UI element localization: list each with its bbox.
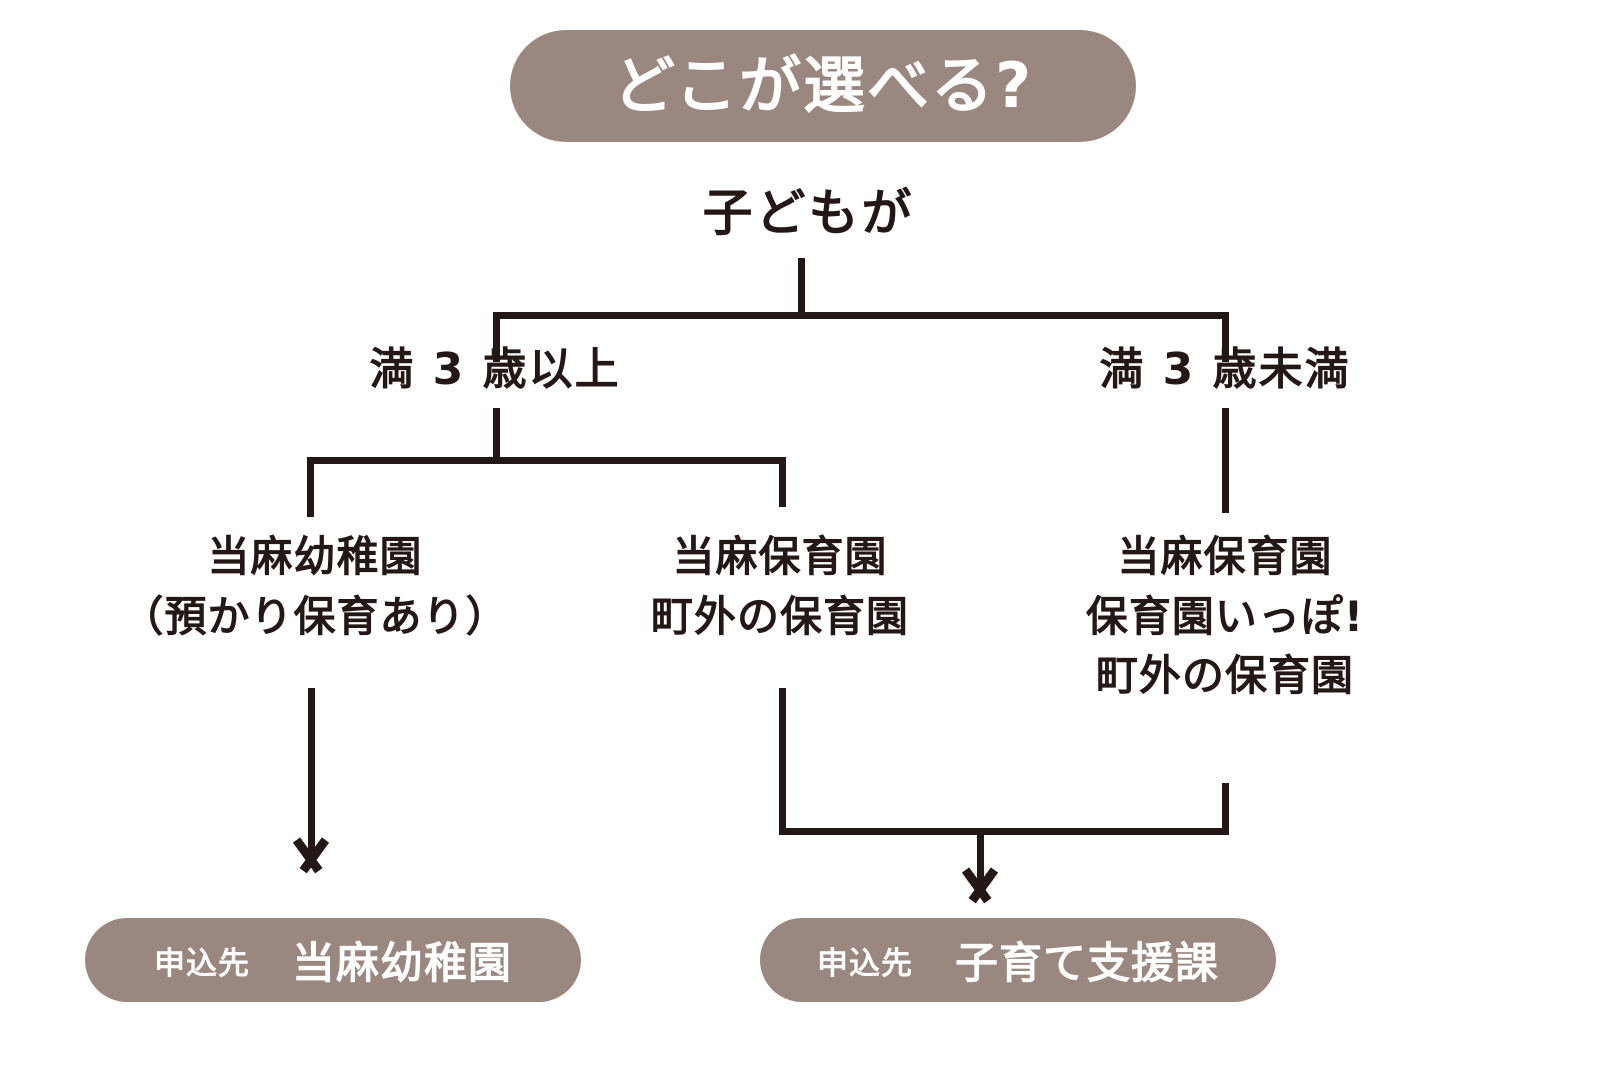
result-left-label: 申込先 — [154, 945, 250, 982]
leaf-nursery-right-line1: 当麻保育園 — [1117, 532, 1333, 581]
result-badge-childcare-division: 申込先 子育て支援課 — [760, 918, 1276, 1002]
connector-level1-right-drop — [1222, 312, 1229, 362]
arrow-head-icon — [284, 840, 338, 874]
connector-level2-right-drop — [779, 457, 786, 507]
connector-level2-bar — [307, 457, 786, 464]
connector-level2-left-drop — [307, 457, 314, 517]
leaf-nursery-mid-line1: 当麻保育園 — [672, 532, 888, 581]
title-badge: どこが選べる? — [510, 30, 1136, 142]
result-left-value: 当麻幼稚園 — [292, 939, 512, 989]
result-right-label: 申込先 — [817, 945, 913, 982]
leaf-nursery-right-line3: 町外の保育園 — [1095, 651, 1354, 701]
leaf-nursery-mid-line2: 町外の保育園 — [650, 591, 909, 641]
arrow-down-to-kindergarten-result — [284, 688, 338, 888]
connector-level1-bar — [493, 312, 1229, 319]
arrow-down-to-childcare-result — [953, 828, 1007, 918]
connector-merge-bar — [779, 828, 1229, 835]
arrow-shaft — [977, 828, 984, 896]
leaf-kindergarten-line1: 当麻幼稚園 — [207, 532, 423, 581]
connector-right-leaf-down — [1222, 783, 1229, 834]
connector-left-branch-stem — [493, 408, 500, 463]
result-badge-kindergarten: 申込先 当麻幼稚園 — [85, 918, 581, 1002]
root-node-label: 子どもが — [702, 184, 915, 242]
leaf-nursery-right-line2: 保育園いっぽ! — [1085, 591, 1365, 641]
connector-level1-left-drop — [493, 312, 500, 362]
leaf-node-nursery-middle: 当麻保育園 町外の保育園 — [590, 527, 970, 646]
page-title: どこが選べる? — [612, 49, 1034, 122]
leaf-kindergarten-line2: （預かり保育あり） — [121, 591, 509, 641]
leaf-node-nursery-right: 当麻保育園 保育園いっぽ! 町外の保育園 — [1035, 527, 1415, 706]
branch-label-age-over-3: 満 3 歳以上 — [369, 344, 621, 395]
branch-label-age-under-3: 満 3 歳未満 — [1099, 344, 1351, 395]
connector-root-stem — [798, 258, 805, 316]
result-right-value: 子育て支援課 — [955, 939, 1219, 989]
connector-mid-leaf-down — [779, 688, 786, 834]
arrow-shaft — [308, 688, 315, 866]
connector-right-branch-stem — [1222, 408, 1229, 513]
leaf-node-kindergarten: 当麻幼稚園 （預かり保育あり） — [105, 527, 525, 646]
arrow-head-icon — [953, 870, 1007, 904]
